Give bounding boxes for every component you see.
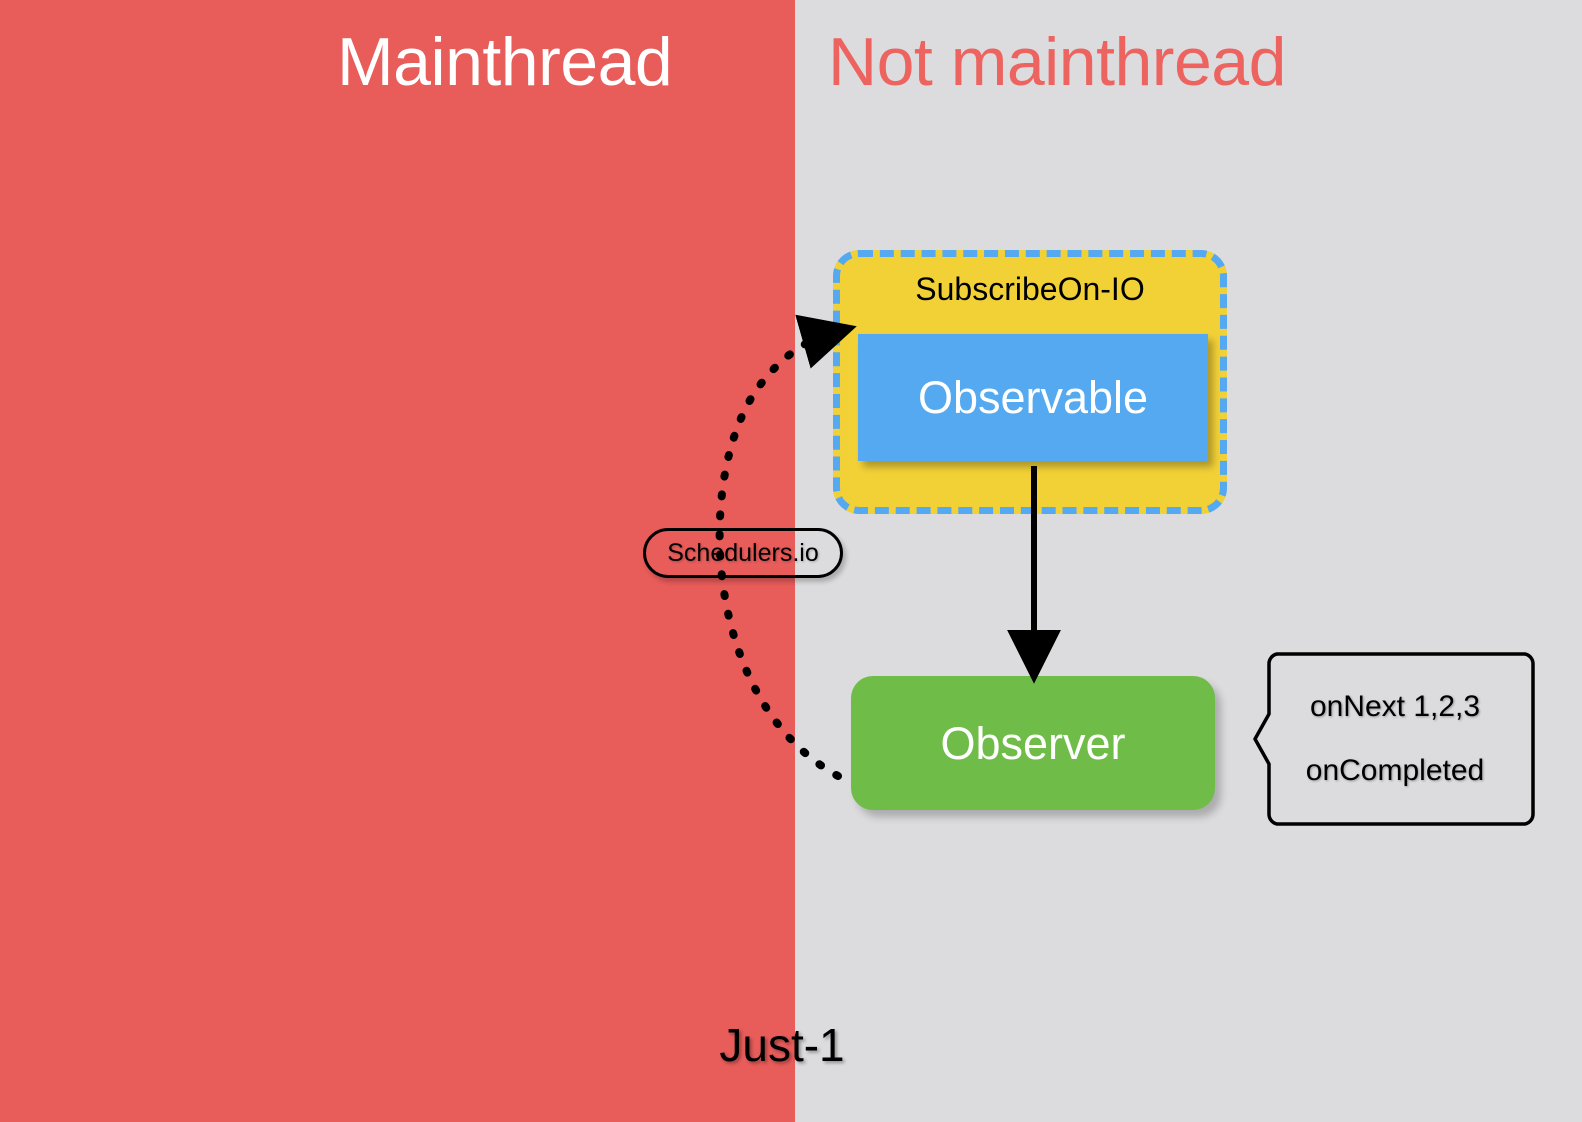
schedulers-io-pill: Schedulers.io — [643, 528, 843, 578]
callout-line-oncompleted: onCompleted — [1305, 754, 1485, 787]
schedulers-io-label: Schedulers.io — [667, 538, 819, 567]
callout-text-block: onNext 1,2,3 onCompleted — [1253, 646, 1537, 832]
mainthread-heading: Mainthread — [337, 24, 673, 100]
observable-box: Observable — [858, 334, 1208, 461]
observer-callout: onNext 1,2,3 onCompleted — [1253, 646, 1537, 832]
not-mainthread-heading: Not mainthread — [828, 24, 1286, 100]
page-caption: Just-1 — [0, 1022, 1582, 1068]
observer-box: Observer — [851, 676, 1215, 810]
observer-label: Observer — [940, 717, 1126, 769]
callout-line-onnext: onNext 1,2,3 — [1309, 690, 1481, 723]
subscribe-on-io-label: SubscribeOn-IO — [915, 271, 1145, 307]
caption-text: Just-1 — [719, 1019, 845, 1071]
not-mainthread-region — [795, 0, 1582, 1122]
observable-label: Observable — [917, 372, 1149, 423]
callout-shape — [1253, 652, 1535, 826]
